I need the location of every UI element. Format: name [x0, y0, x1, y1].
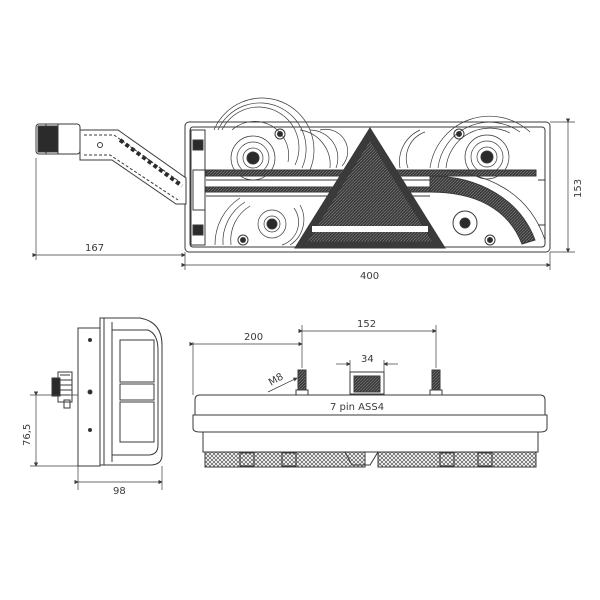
bottom-mesh-left — [204, 451, 366, 468]
front-view — [35, 97, 551, 253]
dim-side-width: 98 — [113, 486, 126, 497]
screw-top-right — [453, 128, 465, 140]
side-view — [51, 317, 163, 467]
bottom-dimensions — [189, 325, 437, 395]
arm-screw — [97, 142, 103, 148]
side-housing — [99, 317, 163, 466]
reflector-bottom-left — [214, 197, 305, 246]
bolt-right — [429, 369, 443, 396]
side-connector — [51, 371, 73, 409]
dim-side-depth: 76,5 — [22, 424, 33, 446]
dim-bolt-offset: 200 — [244, 332, 263, 343]
dim-lamp-height: 153 — [573, 179, 584, 198]
lamp-bottom-left — [266, 218, 278, 230]
bottom-connector — [349, 371, 385, 395]
side-marker-arm — [35, 123, 187, 205]
bolt-left — [295, 369, 309, 396]
lamp-top-right — [480, 150, 494, 164]
marker-lamp-lens — [37, 125, 59, 153]
lamp-bottom-right — [452, 210, 478, 236]
side-dimensions — [30, 391, 163, 490]
side-lens-lower — [119, 401, 155, 443]
lamp-top-left — [246, 151, 260, 165]
screw-top-left — [274, 128, 286, 140]
front-dimensions — [32, 118, 575, 270]
dim-connector-width: 34 — [361, 354, 374, 365]
dim-outline-width: 167 — [85, 243, 104, 254]
curved-indicator-strip — [429, 175, 536, 245]
reflector-top-left — [213, 97, 348, 181]
screw-bottom-left — [237, 234, 249, 246]
triangle-white-bar — [312, 226, 428, 232]
dim-lamp-width: 400 — [360, 271, 379, 282]
bottom-view — [192, 369, 548, 468]
dim-bolt-spacing: 152 — [357, 319, 376, 330]
side-mount-plate — [77, 327, 101, 467]
side-lens-middle — [119, 383, 155, 401]
thread-label: M8 — [267, 372, 285, 389]
screw-bottom-right — [484, 234, 496, 246]
connector-label: 7 pin ASS4 — [330, 402, 384, 413]
side-lens-upper — [119, 339, 155, 383]
bottom-mesh-right — [377, 451, 537, 468]
